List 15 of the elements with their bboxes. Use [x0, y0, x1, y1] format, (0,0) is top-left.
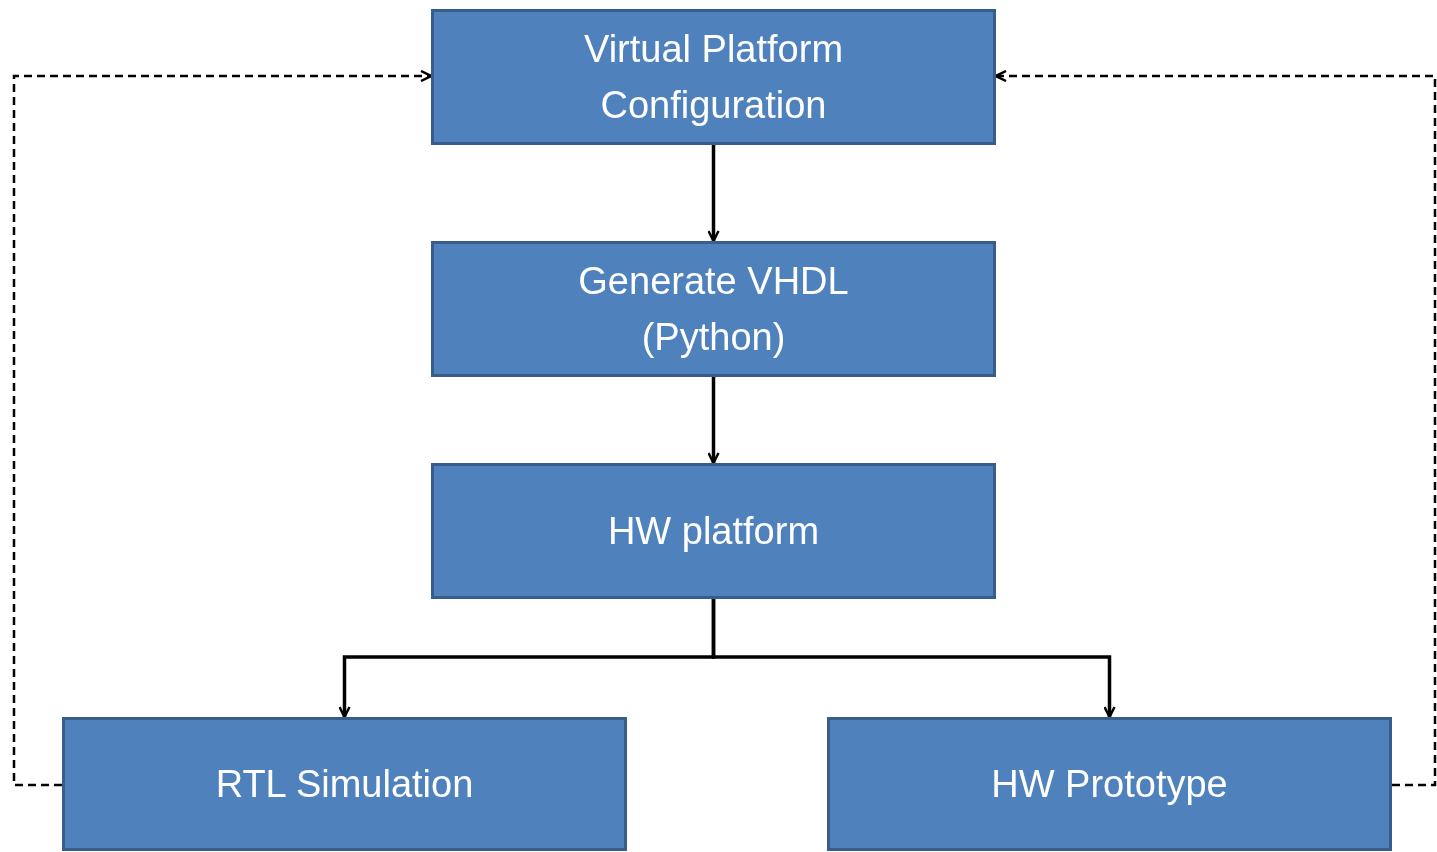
- process-box: [431, 9, 996, 145]
- process-box: [827, 717, 1392, 851]
- dashed-arrow: [12, 69, 433, 787]
- process-box: [431, 241, 996, 377]
- process-box: [431, 463, 996, 599]
- arrow: [707, 377, 720, 465]
- process-box: [62, 717, 627, 851]
- box-label: Virtual Platform Configuration: [582, 27, 845, 128]
- box-label: RTL Simulation: [215, 762, 474, 807]
- arrow: [711, 599, 1116, 719]
- box-label: HW Prototype: [991, 762, 1228, 807]
- arrow: [707, 145, 720, 243]
- box-label: HW platform: [607, 509, 820, 554]
- box-label: Generate VHDL (Python): [577, 259, 850, 360]
- dashed-arrow: [994, 69, 1437, 787]
